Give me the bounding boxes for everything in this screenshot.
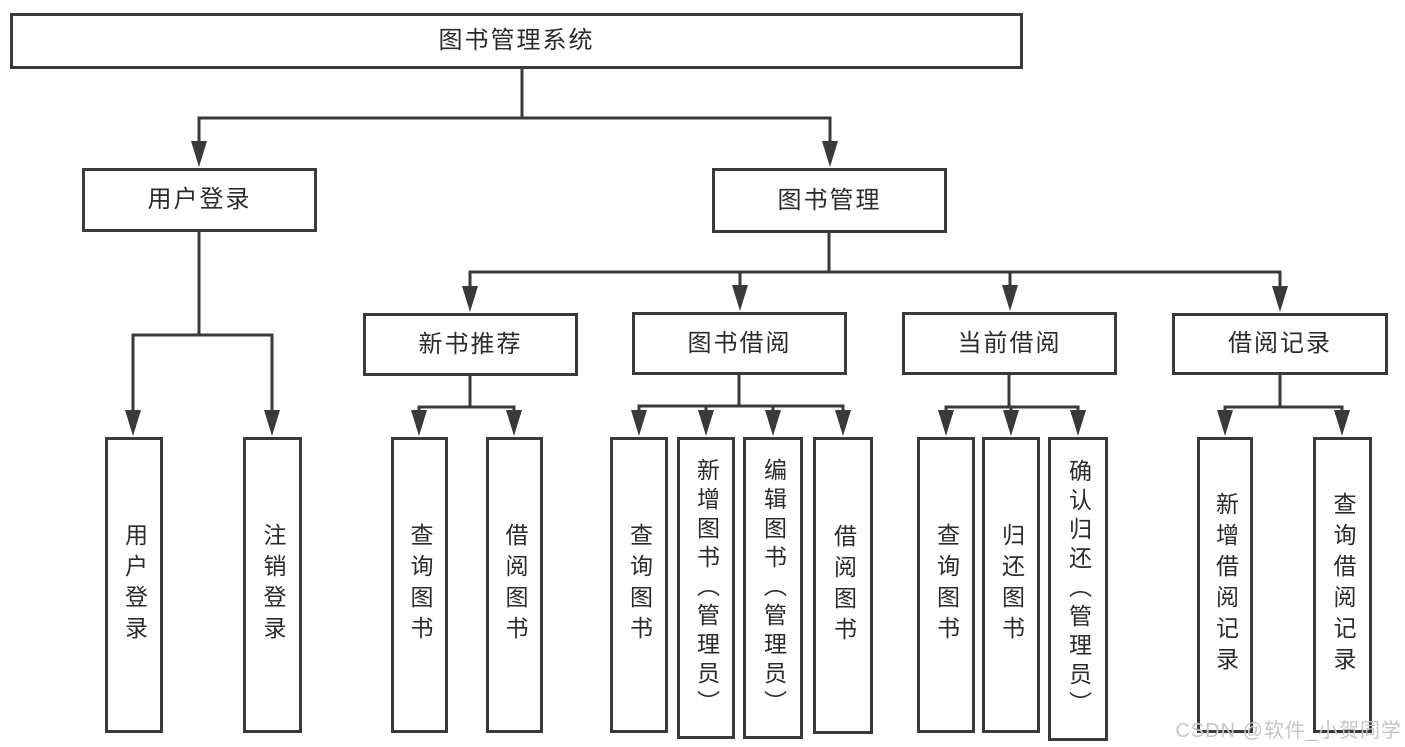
node-new-book-recommend: 新书推荐	[363, 313, 578, 376]
node-label-edit-books-admin: 编辑图书（管理员）	[760, 457, 787, 719]
node-borrowing-records: 借阅记录	[1172, 313, 1388, 375]
node-confirm-return-admin: 确认归还（管理员）	[1048, 437, 1108, 741]
arrowhead-icon	[264, 410, 280, 436]
node-label-borrowing-records: 借阅记录	[1228, 330, 1332, 357]
node-label-query-books-borrowing: 查询图书	[626, 523, 653, 647]
arrowhead-icon	[1217, 410, 1233, 436]
arrowhead-icon	[1334, 410, 1350, 436]
node-return-books: 归还图书	[982, 437, 1040, 733]
node-label-borrow-books-recommend: 借阅图书	[502, 523, 528, 647]
arrowhead-icon	[506, 410, 522, 436]
arrowhead-icon	[462, 286, 478, 312]
arrowhead-icon	[732, 285, 748, 311]
arrowhead-icon	[1272, 286, 1288, 312]
node-label-query-borrow-record: 查询借阅记录	[1330, 492, 1356, 678]
arrowhead-icon	[631, 410, 647, 436]
node-query-books-current: 查询图书	[917, 437, 975, 733]
arrowhead-icon	[938, 410, 954, 436]
node-label-confirm-return-admin: 确认归还（管理员）	[1065, 458, 1092, 720]
node-label-borrow-books-leaf: 借阅图书	[830, 523, 857, 648]
node-label-book-management: 图书管理	[777, 186, 882, 214]
node-label-logout-leaf: 注销登录	[260, 523, 286, 647]
node-label-add-borrow-record: 新增借阅记录	[1212, 492, 1239, 678]
node-query-books-borrowing: 查询图书	[610, 437, 668, 733]
node-add-borrow-record: 新增借阅记录	[1197, 437, 1253, 733]
node-library-management-system: 图书管理系统	[10, 13, 1023, 69]
arrowhead-icon	[822, 141, 838, 167]
node-label-user-login: 用户登录	[147, 186, 252, 213]
node-user-login-leaf: 用户登录	[105, 437, 163, 733]
arrowhead-icon	[125, 410, 141, 436]
node-label-new-book-recommend: 新书推荐	[418, 330, 523, 358]
node-add-books-admin: 新增图书（管理员）	[677, 437, 735, 739]
node-label-query-books-current: 查询图书	[933, 523, 960, 647]
node-label-book-borrowing: 图书借阅	[687, 329, 792, 357]
arrowhead-icon	[1003, 410, 1019, 436]
node-borrow-books-recommend: 借阅图书	[486, 437, 543, 733]
node-logout-leaf: 注销登录	[243, 437, 302, 733]
node-label-add-books-admin: 新增图书（管理员）	[693, 457, 720, 719]
node-borrow-books-leaf: 借阅图书	[813, 437, 873, 734]
node-label-current-borrowing: 当前借阅	[957, 329, 1062, 357]
node-query-books-recommend: 查询图书	[391, 437, 448, 733]
node-label-return-books: 归还图书	[998, 523, 1025, 647]
arrowhead-icon	[411, 410, 427, 436]
watermark: CSDN @软件_小贺同学	[1175, 720, 1402, 742]
node-label-user-login-leaf: 用户登录	[121, 523, 148, 647]
node-current-borrowing: 当前借阅	[902, 312, 1117, 375]
arrowhead-icon	[698, 410, 714, 436]
node-user-login: 用户登录	[82, 168, 317, 232]
node-book-management: 图书管理	[712, 168, 947, 233]
arrowhead-icon	[191, 141, 207, 167]
node-book-borrowing: 图书借阅	[632, 312, 847, 375]
arrowhead-icon	[1070, 410, 1086, 436]
node-label-query-books-recommend: 查询图书	[407, 523, 433, 647]
arrowhead-icon	[765, 410, 781, 436]
node-edit-books-admin: 编辑图书（管理员）	[743, 437, 803, 739]
arrowhead-icon	[1002, 285, 1018, 311]
node-query-borrow-record: 查询借阅记录	[1313, 437, 1372, 733]
node-label-library-management-system: 图书管理系统	[438, 27, 595, 54]
arrowhead-icon	[835, 410, 851, 436]
